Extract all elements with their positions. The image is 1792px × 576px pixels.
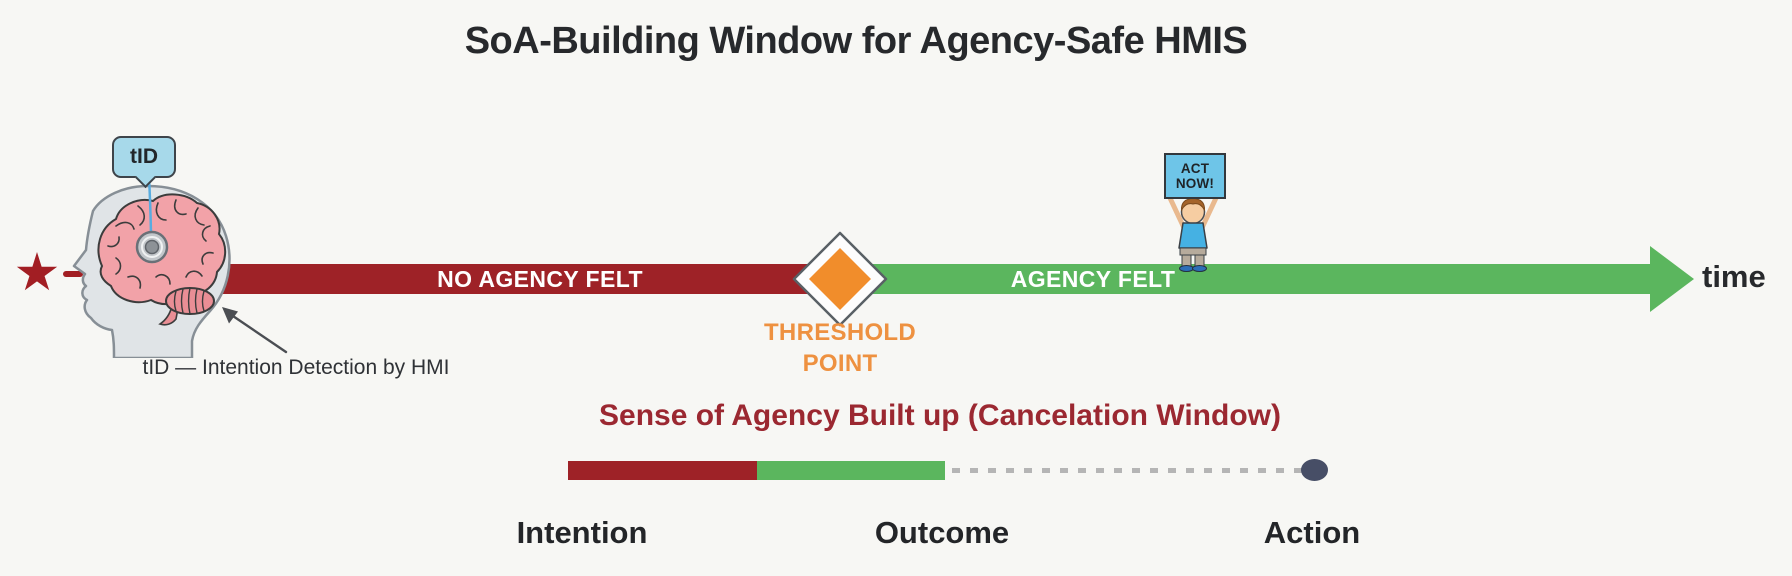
cancelation-bar-green bbox=[757, 461, 945, 480]
cancelation-dashed-line bbox=[952, 468, 1302, 473]
no-agency-bar bbox=[170, 264, 840, 294]
time-arrowhead bbox=[1650, 246, 1694, 312]
caption-arrow-icon bbox=[222, 307, 288, 354]
head-brain-implant-icon bbox=[72, 175, 231, 358]
agency-label: AGENCY FELT bbox=[1010, 265, 1176, 292]
threshold-diamond-icon bbox=[792, 231, 888, 327]
stage-label-intention: Intention bbox=[516, 515, 648, 550]
diagram-title: SoA-Building Window for Agency-Safe HMIS bbox=[464, 20, 1248, 62]
stage-label-outcome: Outcome bbox=[874, 515, 1010, 550]
act-now-line1: ACT bbox=[1180, 161, 1210, 176]
threshold-line1: THRESHOLD bbox=[763, 319, 917, 346]
stage-label-action: Action bbox=[1263, 515, 1361, 550]
act-now-line2: NOW! bbox=[1175, 176, 1215, 191]
threshold-line2: POINT bbox=[802, 350, 878, 377]
no-agency-label: NO AGENCY FELT bbox=[437, 265, 643, 292]
act-now-sign: ACT NOW! bbox=[1164, 153, 1226, 199]
tid-bubble-label: tID bbox=[130, 145, 158, 168]
star-dash bbox=[63, 271, 83, 277]
tid-caption: tID — Intention Detection by HMI bbox=[142, 356, 450, 379]
action-dot bbox=[1301, 459, 1328, 481]
tid-bubble: tID bbox=[112, 136, 176, 189]
agency-bar bbox=[840, 264, 1652, 294]
time-axis-label: time bbox=[1702, 259, 1766, 294]
threshold-point-label: THRESHOLD POINT bbox=[764, 317, 916, 379]
cancelation-heading: Sense of Agency Built up (Cancelation Wi… bbox=[599, 399, 1281, 432]
person-icon bbox=[1167, 195, 1219, 272]
cancelation-bar-red bbox=[568, 461, 757, 480]
